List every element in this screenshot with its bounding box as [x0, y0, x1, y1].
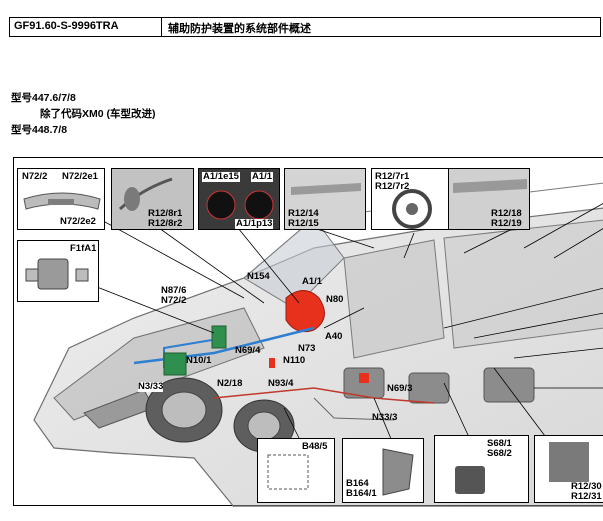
inset-window-airbag-front: R12/14 R12/15: [284, 168, 366, 230]
document-id: GF91.60-S-9996TRA: [10, 18, 162, 36]
label-b48-5: B48/5: [302, 441, 328, 452]
seat-sensor-icon: [382, 448, 414, 496]
model-line-2: 型号448.7/8: [11, 124, 68, 136]
inset-overhead-console: N72/2 N72/2e1 N72/2e2: [17, 168, 105, 230]
inset-b48-5: B48/5: [257, 438, 335, 503]
callout-n93-4: N93/4: [268, 378, 294, 389]
label-r12-19: R12/19: [491, 218, 522, 229]
callout-n72-2: N72/2: [161, 295, 187, 306]
seat-frame-icon: [549, 442, 589, 482]
label-s68-2: S68/2: [487, 448, 512, 459]
callout-n73: N73: [298, 343, 316, 354]
inset-fuse-box: F1fA1: [17, 240, 99, 302]
label-n72-2e2: N72/2e2: [60, 216, 96, 227]
callout-n69-3: N69/3: [387, 383, 413, 394]
window-bag-icon: [285, 169, 365, 229]
callout-n110: N110: [283, 355, 306, 366]
inset-window-airbag-rear: R12/18 R12/19: [448, 168, 530, 230]
callout-n69-4: N69/4: [235, 345, 261, 356]
callout-n80: N80: [326, 294, 344, 305]
callout-n2-18: N2/18: [217, 378, 243, 389]
label-f1fa1: F1fA1: [70, 243, 97, 254]
label-r12-7r1: R12/7r1: [375, 171, 410, 182]
document-title: 辅助防护装置的系统部件概述: [168, 23, 311, 35]
callout-n154: N154: [247, 271, 270, 282]
van-illustration: [33, 182, 603, 507]
inset-steering-wheel: R12/7r1 R12/7r2: [371, 168, 453, 230]
label-a1-1e15: A1/1e15: [202, 171, 240, 182]
label-r12-8r1: R12/8r1: [148, 208, 183, 219]
dashboard-panel-icon: [112, 169, 193, 229]
label-n72-2e1: N72/2e1: [62, 171, 98, 182]
label-r12-18: R12/18: [491, 208, 522, 219]
callout-n10-1: N10/1: [186, 355, 212, 366]
label-r12-14: R12/14: [288, 208, 319, 219]
label-r12-30: R12/30: [571, 481, 602, 492]
document-header: GF91.60-S-9996TRA 辅助防护装置的系统部件概述: [9, 17, 601, 37]
steering-wheel-icon: [392, 189, 432, 229]
inset-instrument-cluster: A1/1e15 A1/1 A1/1p13: [198, 168, 280, 230]
label-r12-8r2: R12/8r2: [148, 218, 183, 229]
callout-n33-3: N33/3: [372, 412, 398, 423]
callout-a40: A40: [325, 331, 343, 342]
callout-n87-6: N87/6: [161, 285, 187, 296]
callout-a1-1: A1/1: [302, 276, 323, 287]
label-s68-1: S68/1: [487, 438, 512, 449]
sensor-mat-icon: [267, 454, 309, 490]
label-r12-31: R12/31: [571, 491, 602, 502]
fuse-box-icon: [25, 258, 89, 290]
roof-rail-icon: [449, 169, 529, 229]
label-r12-15: R12/15: [288, 218, 319, 229]
label-a1-1p13: A1/1p13: [235, 218, 274, 229]
label-r12-7r2: R12/7r2: [375, 181, 410, 192]
label-b164: B164: [346, 478, 369, 489]
buckle-icon: [455, 466, 485, 494]
inset-b164: B164 B164/1: [342, 438, 424, 503]
overhead-console-icon: [23, 192, 101, 210]
component-overview-figure: N72/2 N72/2e1 N72/2e2 F1fA1 R12/8r1 R12/…: [13, 157, 603, 507]
label-b164-1: B164/1: [346, 488, 377, 499]
inset-seat-belt-buckle: S68/1 S68/2: [434, 435, 529, 503]
inset-knee-airbag: R12/8r1 R12/8r2: [111, 168, 194, 230]
model-line-1: 型号447.6/7/8: [11, 92, 76, 104]
label-n72-2: N72/2: [22, 171, 48, 182]
callout-n3-33: N3/33: [138, 381, 164, 392]
label-a1-1: A1/1: [251, 171, 274, 182]
model-exception: 除了代码XM0 (车型改进): [40, 108, 156, 120]
inset-r12-30: R12/30 R12/31: [534, 435, 603, 503]
